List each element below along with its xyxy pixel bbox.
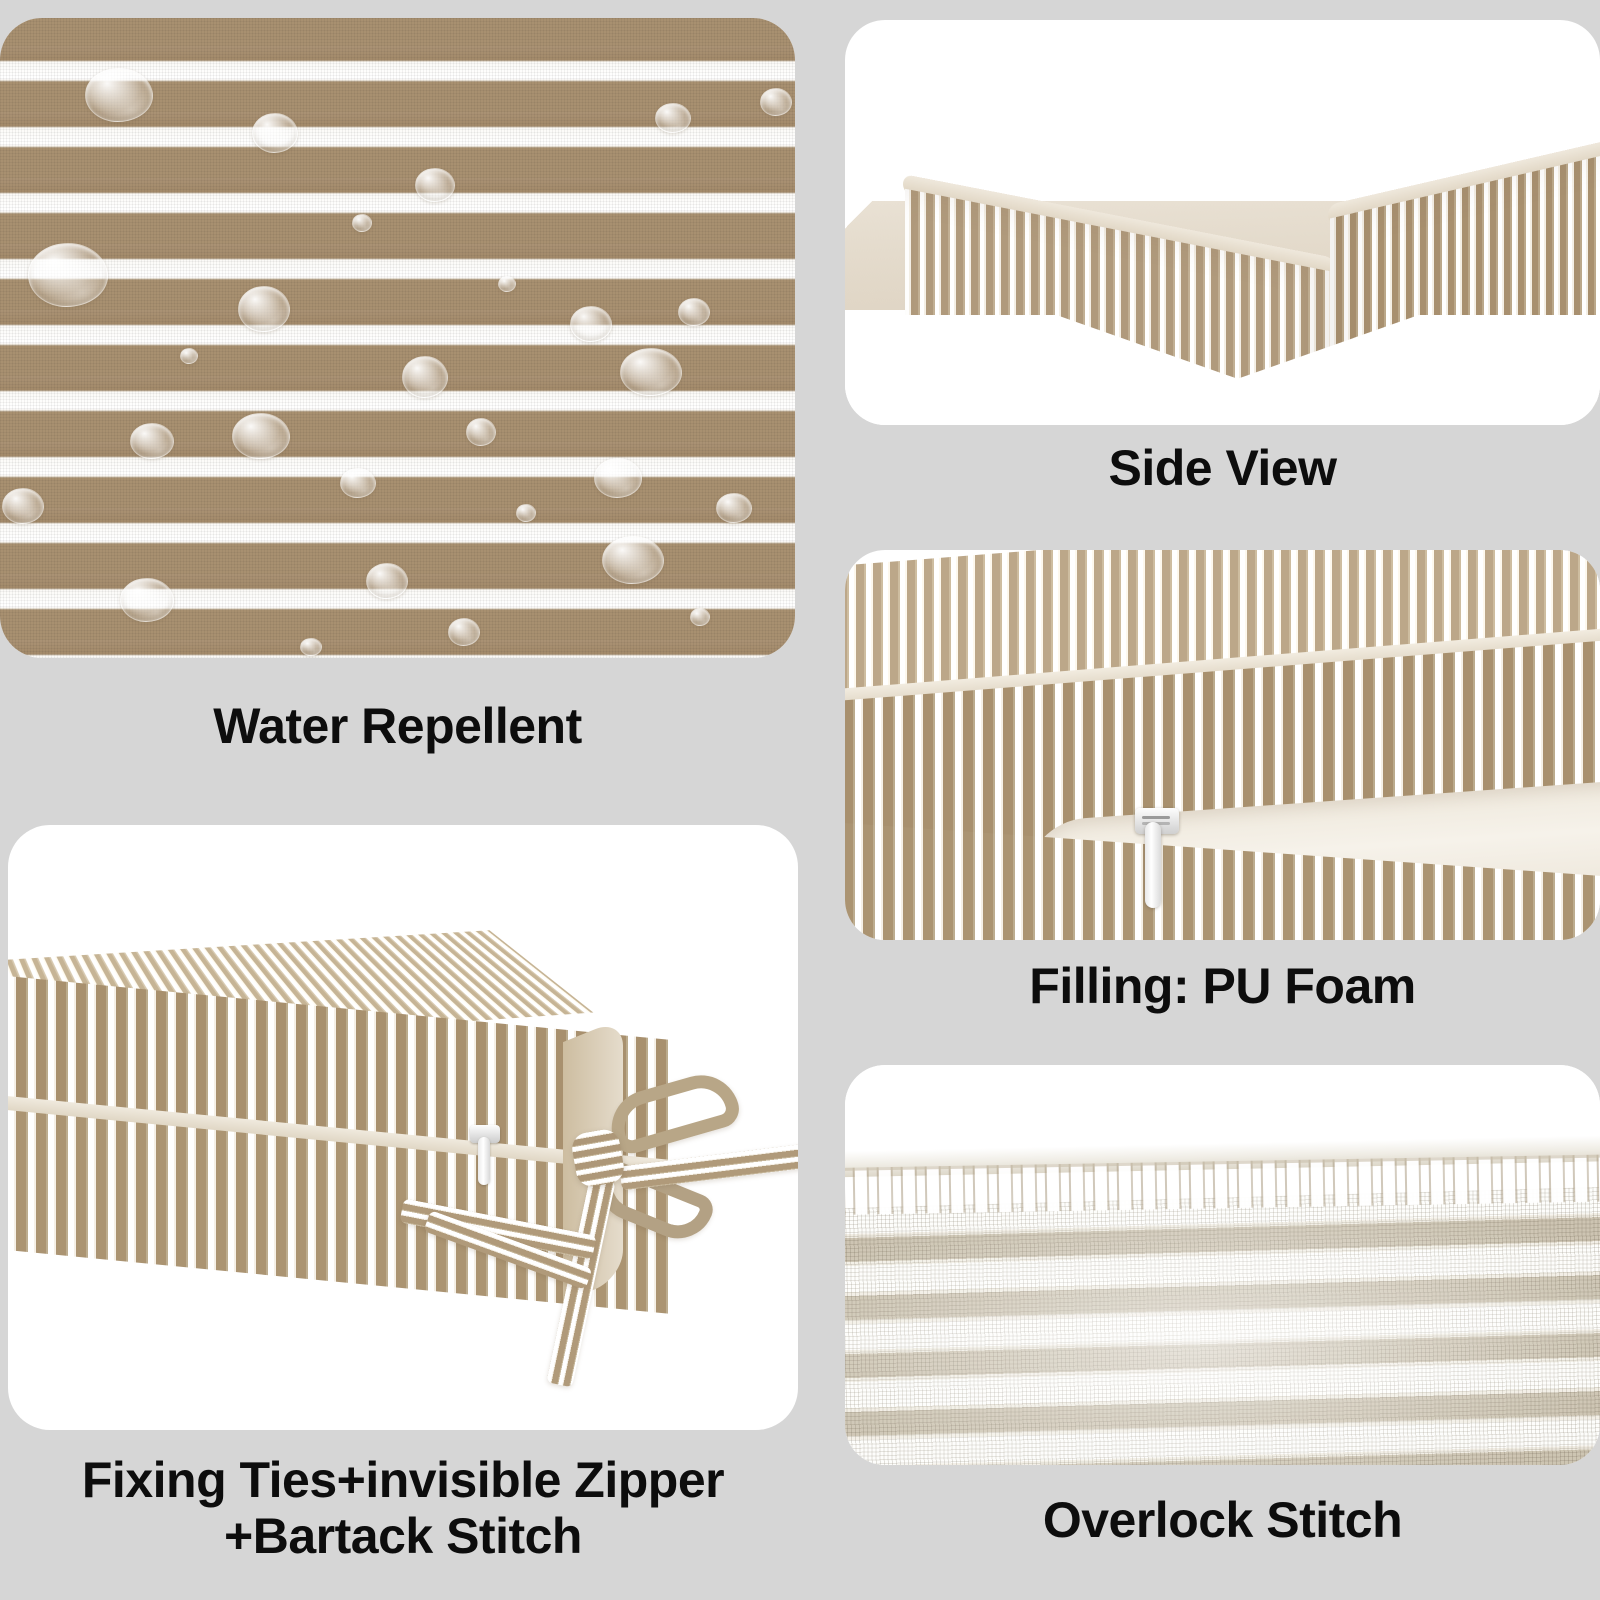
zipper-slider-icon [470,1125,500,1143]
water-droplet [120,578,174,622]
caption-fixing-ties: Fixing Ties+invisible Zipper +Bartack St… [81,1452,725,1564]
water-droplet [620,348,682,396]
panel-filling-pu-foam [845,550,1600,940]
water-repellent-photo [0,18,795,658]
overlock-stitch-photo [845,1065,1600,1465]
water-droplet [402,356,448,398]
water-droplet [2,488,44,524]
water-droplet [466,418,496,446]
striped-fabric-edge [845,1185,1600,1465]
water-droplet [366,563,408,599]
water-droplet [448,618,480,646]
filling-photo [845,550,1600,940]
water-droplet [300,638,322,656]
water-droplet [570,306,612,342]
caption-side-view: Side View [1108,440,1337,496]
water-droplet [180,348,198,364]
panel-fixing-ties [8,825,798,1430]
water-droplet [28,243,108,307]
water-droplet [594,458,642,498]
water-droplet [415,168,455,202]
caption-water-repellent: Water Repellent [213,698,582,754]
water-droplet [232,413,290,459]
water-droplet [602,536,664,584]
water-droplet [678,298,710,326]
photo-background-white [845,1065,1600,1151]
water-droplet [85,68,153,122]
fabric-sheen [845,1185,1600,1465]
zipper-pull-tab [1145,822,1161,908]
fixing-ties-photo [8,825,798,1430]
water-droplet [238,286,290,332]
caption-overlock-stitch: Overlock Stitch [1042,1492,1403,1548]
panel-side-view [845,20,1600,425]
panel-overlock-stitch [845,1065,1600,1465]
water-droplet [340,468,376,498]
water-droplet [690,608,710,626]
caption-filling: Filling: PU Foam [1029,958,1416,1014]
water-droplet [252,113,298,153]
side-view-photo [845,20,1600,425]
panel-water-repellent [0,18,795,658]
water-droplet [352,214,372,232]
water-droplet [130,423,174,459]
zipper-pull-tab [478,1137,490,1185]
water-droplet [498,276,516,292]
water-droplet [760,88,792,116]
water-droplet [716,493,752,523]
water-droplet [655,103,691,133]
water-droplet [516,504,536,522]
